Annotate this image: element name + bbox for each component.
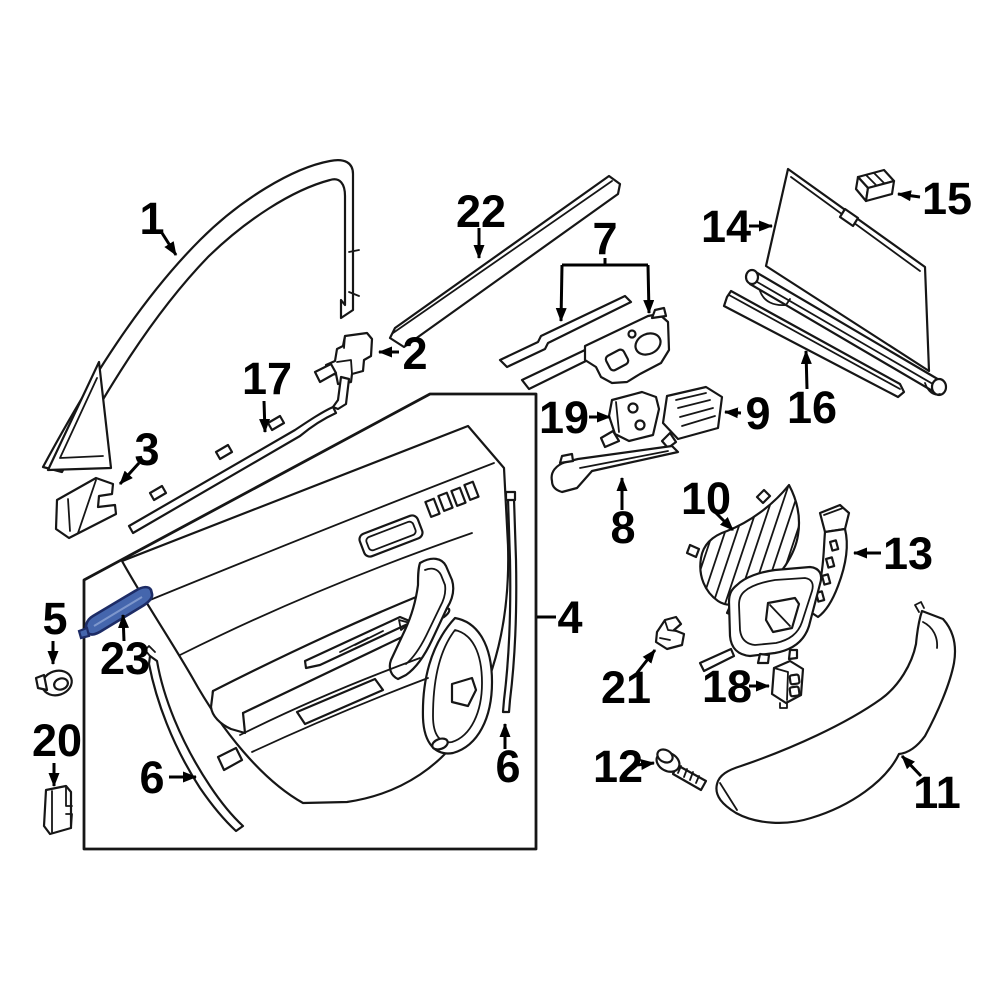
callout-18-label: 18 [702, 661, 752, 712]
callout-7-arrow-right [643, 264, 655, 314]
callout-23-arrow [118, 614, 129, 642]
callout-7-bracket [562, 258, 648, 267]
part-sunshade [744, 167, 948, 397]
callout-8: 8 [610, 477, 636, 553]
callout-4: 4 [537, 592, 583, 643]
callout-16-arrow [800, 350, 812, 390]
part-armrest [715, 601, 957, 824]
callout-10: 10 [681, 473, 735, 532]
callout-15-arrow [897, 190, 921, 202]
callout-13-label: 13 [883, 528, 933, 579]
callout-3-arrow [118, 461, 141, 486]
callout-2-label: 2 [402, 328, 427, 379]
callout-17-arrow [259, 400, 271, 433]
part-mounting-clip [654, 615, 686, 651]
part-clip-bracket [599, 390, 661, 449]
callout-1-arrow [160, 232, 178, 256]
callout-10-label: 10 [681, 473, 731, 524]
part-shade-end-block [854, 168, 896, 203]
callout-21: 21 [601, 649, 657, 713]
part-belt-molding [388, 174, 622, 349]
part-23-inner-line [93, 596, 143, 627]
callout-1: 1 [139, 193, 178, 256]
callout-9-label: 9 [745, 388, 770, 439]
callout-7: 7 [555, 213, 655, 322]
callout-23: 23 [100, 614, 150, 684]
callout-3-label: 3 [134, 424, 159, 475]
part-switch-bezel [698, 565, 823, 673]
callout-19: 19 [539, 392, 611, 443]
part-trim-bracket [807, 503, 851, 619]
callout-20-label: 20 [32, 715, 82, 766]
callout-9-arrow [724, 407, 742, 419]
callout-16-label: 16 [787, 382, 837, 433]
part-window-run-channel [41, 159, 360, 474]
part-end-cap-pad [54, 476, 118, 540]
part-seal-strip-left [144, 645, 245, 833]
callout-17-label: 17 [242, 353, 292, 404]
callout-12: 12 [593, 741, 655, 792]
part-retainer-bracket [42, 784, 73, 836]
callout-18: 18 [702, 661, 770, 712]
part-ribbed-cover [660, 385, 724, 450]
callout-13: 13 [853, 528, 933, 579]
callout-5: 5 [42, 593, 68, 665]
part-end-bracket [313, 331, 374, 386]
callout-5-label: 5 [42, 593, 67, 644]
callout-21-label: 21 [601, 662, 651, 713]
part-upper-trim-strip [550, 444, 680, 494]
callout-12-arrow [636, 759, 655, 770]
callout-6-right-label: 6 [495, 741, 520, 792]
part-pull-trim-highlighted [77, 585, 154, 640]
part-switch-block [770, 659, 805, 709]
callout-7-label: 7 [592, 213, 617, 264]
callout-16: 16 [787, 350, 837, 433]
callout-11-arrow [900, 754, 923, 778]
callout-10-arrow [712, 509, 735, 532]
callout-14: 14 [701, 201, 773, 252]
door-panel-box [82, 392, 538, 851]
part-inner-belt-strip [498, 294, 671, 391]
callout-9: 9 [724, 388, 771, 439]
callout-2: 2 [378, 328, 428, 379]
callout-17: 17 [242, 353, 292, 433]
callout-4-label: 4 [557, 592, 582, 643]
callout-6-left-label: 6 [139, 752, 164, 803]
callout-6-right: 6 [495, 723, 521, 792]
part-seal-strip-right [501, 490, 518, 714]
callout-19-label: 19 [539, 392, 589, 443]
part-grommet-clip [34, 669, 73, 697]
callout-23-label: 23 [100, 633, 150, 684]
callout-1-label: 1 [139, 193, 164, 244]
callout-20: 20 [32, 715, 82, 787]
callout-8-label: 8 [610, 502, 635, 553]
callout-22: 22 [456, 186, 506, 259]
callout-15: 15 [897, 173, 972, 224]
callout-12-label: 12 [593, 741, 643, 792]
callout-11: 11 [900, 754, 961, 818]
part-23-tab [77, 626, 91, 640]
part-door-trim-panel [120, 424, 510, 805]
callout-22-label: 22 [456, 186, 506, 237]
callout-14-label: 14 [701, 201, 751, 252]
part-screw [655, 748, 708, 792]
callout-6-left: 6 [139, 752, 197, 803]
callout-3: 3 [118, 424, 160, 486]
part-shade-guide-strip [722, 289, 906, 399]
part-lower-channel-strip [127, 375, 351, 535]
callout-15-label: 15 [922, 173, 972, 224]
callout-21-arrow [635, 649, 657, 674]
callout-7-arrow-left [555, 264, 567, 322]
